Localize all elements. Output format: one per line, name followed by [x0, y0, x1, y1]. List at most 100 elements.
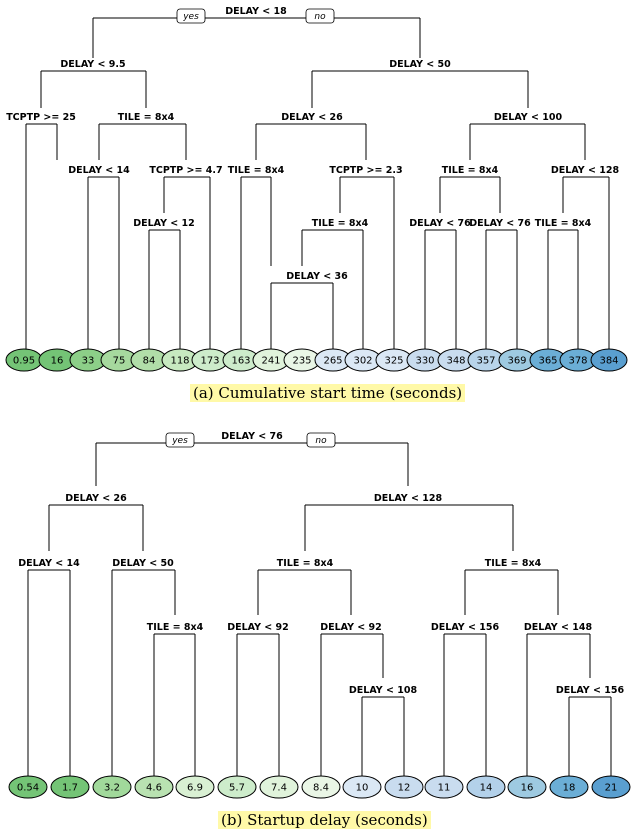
split-node-label: TILE = 8x4: [535, 218, 592, 229]
leaf-value: 10: [356, 783, 369, 794]
leaf-value: 348: [446, 356, 465, 367]
split-node-label: TCPTP >= 4.7: [149, 165, 222, 176]
leaf-value: 357: [476, 356, 495, 367]
split-node-label: DELAY < 26: [65, 493, 127, 504]
leaf-ellipse: [384, 775, 424, 799]
split-node-label: DELAY < 128: [551, 165, 620, 176]
split-node-label: DELAY < 128: [374, 493, 443, 504]
leaf-node: 12: [384, 775, 424, 799]
split-node-label: DELAY < 92: [227, 622, 289, 633]
leaf-node: 5.7: [217, 775, 257, 799]
leaf-value: 265: [323, 356, 342, 367]
svg-text:no: no: [314, 12, 326, 22]
split-node-label: DELAY < 156: [556, 685, 625, 696]
leaf-value: 7.4: [271, 783, 287, 794]
leaf-value: 365: [538, 356, 557, 367]
split-node-label: DELAY < 108: [349, 685, 418, 696]
leaf-ellipse: [549, 775, 589, 799]
leaf-value: 12: [398, 783, 411, 794]
leaf-node: 3.2: [92, 775, 132, 799]
leaf-node: 18: [549, 775, 589, 799]
leaf-node: 14: [466, 775, 506, 799]
leaf-node: 4.6: [134, 775, 174, 799]
leaf-node: 6.9: [175, 775, 215, 799]
leaf-ellipse: [301, 775, 341, 799]
split-node-label: DELAY < 148: [524, 622, 593, 633]
split-node-label: TCPTP >= 25: [6, 112, 76, 123]
split-node-label: DELAY < 100: [494, 112, 563, 123]
leaf-node: 241: [252, 348, 290, 372]
leaf-node: 384: [590, 348, 628, 372]
split-node-label: TILE = 8x4: [485, 558, 542, 569]
split-node-label: TILE = 8x4: [277, 558, 334, 569]
leaf-value: 163: [231, 356, 250, 367]
split-node-label: DELAY < 76: [409, 218, 471, 229]
leaf-value: 21: [605, 783, 618, 794]
leaf-value: 235: [292, 356, 311, 367]
leaf-value: 18: [563, 783, 576, 794]
leaf-value: 378: [568, 356, 587, 367]
leaf-ellipse: [591, 775, 631, 799]
split-node-label: DELAY < 92: [320, 622, 382, 633]
leaf-value: 75: [113, 356, 126, 367]
leaf-ellipse: [8, 775, 48, 799]
no-label: no: [305, 8, 335, 24]
split-node-label: DELAY < 36: [286, 271, 348, 282]
caption-b: (b) Startup delay (seconds): [218, 811, 431, 829]
leaf-value: 5.7: [229, 783, 245, 794]
split-node-label: DELAY < 76: [469, 218, 531, 229]
split-node-label: TILE = 8x4: [442, 165, 499, 176]
split-node-label: TILE = 8x4: [228, 165, 285, 176]
leaf-value: 330: [415, 356, 434, 367]
leaf-node: 1.7: [50, 775, 90, 799]
leaf-node: 10: [342, 775, 382, 799]
leaf-node: 16: [507, 775, 547, 799]
split-node-label: TILE = 8x4: [147, 622, 204, 633]
split-node-label: TILE = 8x4: [118, 112, 175, 123]
leaf-node: 8.4: [301, 775, 341, 799]
no-label: no: [306, 432, 336, 448]
leaf-node: 21: [591, 775, 631, 799]
leaf-value: 118: [170, 356, 189, 367]
leaf-ellipse: [466, 775, 506, 799]
leaf-ellipse: [507, 775, 547, 799]
leaf-value: 325: [384, 356, 403, 367]
leaf-ellipse: [175, 775, 215, 799]
split-node-label: DELAY < 76: [221, 431, 283, 442]
leaf-value: 84: [143, 356, 156, 367]
leaf-ellipse: [92, 775, 132, 799]
split-node-label: DELAY < 156: [431, 622, 500, 633]
leaf-ellipse: [134, 775, 174, 799]
leaf-ellipse: [259, 775, 299, 799]
leaf-ellipse: [424, 775, 464, 799]
leaf-value: 0.95: [13, 356, 35, 367]
leaf-value: 302: [353, 356, 372, 367]
yes-label: yes: [176, 8, 206, 24]
split-node-label: TCPTP >= 2.3: [329, 165, 402, 176]
leaf-ellipse: [217, 775, 257, 799]
caption-a: (a) Cumulative start time (seconds): [190, 384, 466, 402]
svg-text:yes: yes: [182, 12, 199, 22]
leaf-ellipse: [590, 348, 628, 372]
split-node-label: DELAY < 18: [225, 6, 287, 17]
leaf-ellipse: [50, 775, 90, 799]
leaf-ellipse: [342, 775, 382, 799]
leaf-value: 1.7: [62, 783, 78, 794]
leaf-value: 369: [507, 356, 526, 367]
leaf-value: 16: [521, 783, 534, 794]
tree-edges: [27, 442, 612, 776]
split-node-label: DELAY < 50: [389, 59, 451, 70]
leaf-value: 14: [480, 783, 493, 794]
svg-text:yes: yes: [171, 436, 188, 446]
leaf-node: 118: [161, 348, 199, 372]
split-node-label: DELAY < 14: [68, 165, 130, 176]
leaf-node: 0.95: [5, 348, 43, 372]
leaf-value: 11: [438, 783, 451, 794]
leaf-value: 0.54: [17, 783, 39, 794]
leaf-value: 6.9: [187, 783, 203, 794]
leaf-value: 8.4: [313, 783, 329, 794]
leaf-value: 16: [51, 356, 64, 367]
